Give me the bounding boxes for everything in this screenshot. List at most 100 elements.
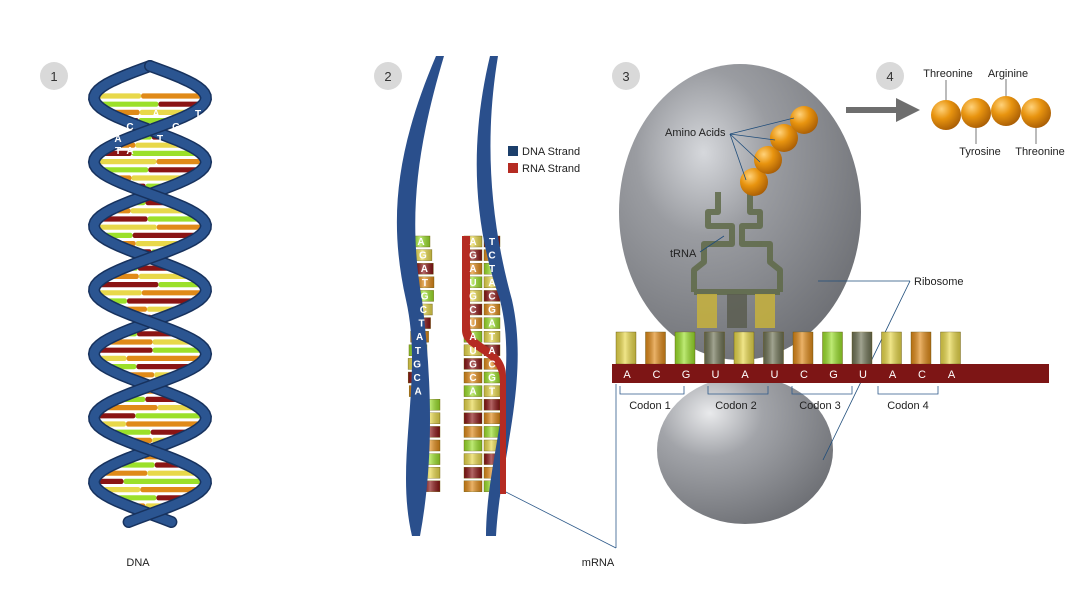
base-pair-segment xyxy=(135,413,206,419)
polypeptide-label-lines xyxy=(945,79,1037,144)
step-badge-4: 4 xyxy=(876,62,904,90)
base-pair-segment xyxy=(140,487,203,493)
helix-base-letter: G xyxy=(172,122,180,133)
base-pair-segment xyxy=(156,159,206,165)
dna-right-letter: A xyxy=(488,319,495,330)
legend-swatch-dna xyxy=(508,146,518,156)
dna-right-letter: T xyxy=(489,332,495,343)
dna-left-letter: G xyxy=(413,359,421,370)
step-1-number: 1 xyxy=(50,69,57,84)
helix-base-letter: A xyxy=(126,146,133,157)
mrna-base-letter: C xyxy=(800,369,808,381)
dna-right-letter: T xyxy=(489,387,495,398)
helix-base-letter: A xyxy=(114,134,121,145)
dna-left-letter: C xyxy=(414,373,421,384)
base-pair-segment xyxy=(94,159,157,165)
dna-strand-left xyxy=(396,56,444,536)
codon-bracket xyxy=(791,386,853,395)
dna-left-letter: A xyxy=(416,332,423,343)
codon-bracket xyxy=(877,386,939,395)
helix-base-letter: A xyxy=(152,109,159,120)
mrna-leader-lines xyxy=(505,384,617,549)
helix-backbone-b xyxy=(89,61,211,527)
amino-acid-threonine-1 xyxy=(931,100,961,130)
ribosome-large-subunit xyxy=(619,64,861,360)
codon-label-4: Codon 4 xyxy=(887,400,929,412)
dna-right-letter: C xyxy=(488,251,495,262)
helix-base-letter: T xyxy=(157,134,163,145)
base-pair-segment xyxy=(158,282,205,288)
mrna-base-letter: A xyxy=(623,369,631,381)
base-pair-segment xyxy=(158,101,204,107)
rna-letter: A xyxy=(469,237,476,248)
mrna-base-letter: U xyxy=(712,369,720,381)
base-pair-segment xyxy=(94,290,142,296)
legend: DNA Strand RNA Strand xyxy=(508,146,580,175)
base-pair-segment xyxy=(141,93,206,99)
base-pair-segment xyxy=(126,421,204,427)
rna-letter: G xyxy=(469,291,477,302)
base-pair-segment xyxy=(98,167,149,173)
legend-swatch-rna xyxy=(508,163,518,173)
amino-acid-tyrosine xyxy=(961,98,991,128)
dna-left-letter: A xyxy=(417,237,424,248)
helix-backbone-a xyxy=(89,61,211,527)
trna-pointer-line xyxy=(699,235,725,253)
amino-acids-label: Amino Acids xyxy=(665,127,726,139)
base-pair-segment xyxy=(147,470,201,476)
polypeptide-chain xyxy=(931,96,1051,130)
legend-label-dna: DNA Strand xyxy=(522,146,580,158)
mrna-base-letter: U xyxy=(771,369,779,381)
codon-label-2: Codon 2 xyxy=(715,400,757,412)
helix-base-letter: T xyxy=(115,146,121,157)
dna-left-letter: G xyxy=(421,291,429,302)
codon-label-1: Codon 1 xyxy=(629,400,671,412)
dna-left-letter: G xyxy=(419,251,427,262)
codon-labels: Codon 1 Codon 2 Codon 3 Codon 4 xyxy=(629,400,929,412)
chain-label-tyrosine: Tyrosine xyxy=(959,146,1001,158)
base-pair-segment xyxy=(156,224,206,230)
dna-left-letter: A xyxy=(415,387,422,398)
mrna-base-letter: C xyxy=(918,369,926,381)
rna-letter: G xyxy=(469,359,477,370)
trna-label: tRNA xyxy=(670,248,697,260)
mrna-base-letter: G xyxy=(682,369,691,381)
step-4-number: 4 xyxy=(886,69,893,84)
base-pair-segment xyxy=(95,282,159,288)
chain-label-arginine: Arginine xyxy=(988,68,1028,80)
base-pair-segment xyxy=(132,232,201,238)
rna-letter: G xyxy=(469,251,477,262)
amino-acid-chain xyxy=(740,106,818,196)
mrna-base-letter: G xyxy=(829,369,838,381)
amino-acid-threonine-2 xyxy=(1021,98,1051,128)
base-pair-segment xyxy=(94,478,124,484)
dna-right-letter: T xyxy=(489,264,495,275)
base-pair-segment xyxy=(148,167,202,173)
codon-label-3: Codon 3 xyxy=(799,400,841,412)
base-pair-segment xyxy=(127,298,199,304)
step-badge-2: 2 xyxy=(374,62,402,90)
step-3-number: 3 xyxy=(622,69,629,84)
base-pair-segment xyxy=(94,224,157,230)
mrna-base-letter: C xyxy=(653,369,661,381)
rna-letter: C xyxy=(469,373,476,384)
dna-helix-strands xyxy=(87,60,213,528)
base-pair-segment xyxy=(94,413,136,419)
dna-right-letter: A xyxy=(488,278,495,289)
mrna-nucleotide-tiles xyxy=(615,331,961,365)
mrna-base-letter: U xyxy=(859,369,867,381)
dna-right-letter: C xyxy=(488,291,495,302)
dna-right-letter: G xyxy=(488,373,496,384)
mrna-base-letter: A xyxy=(889,369,897,381)
rna-letter: U xyxy=(469,278,476,289)
dna-right-letter: T xyxy=(489,237,495,248)
codon-bracket xyxy=(619,386,685,395)
mrna-strand xyxy=(612,364,1049,383)
dna-right-letter: A xyxy=(488,346,495,357)
base-pair-segment xyxy=(126,355,205,361)
base-pair-segment xyxy=(131,150,202,156)
base-pair-segment xyxy=(141,290,206,296)
